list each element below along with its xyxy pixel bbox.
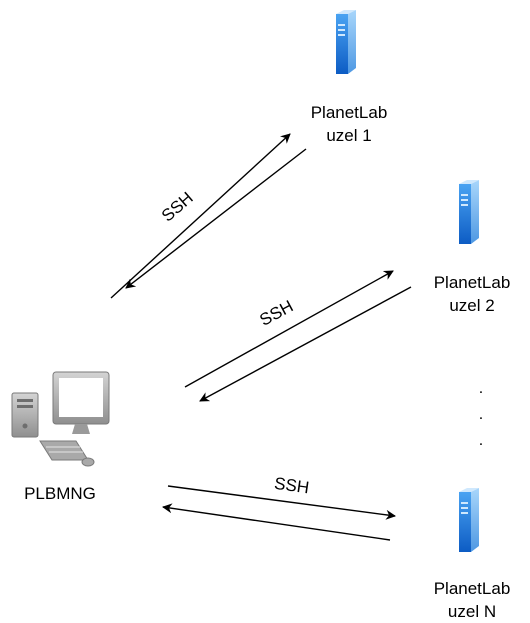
server-icon bbox=[459, 488, 479, 552]
connection-node-1: SSH bbox=[110, 133, 307, 299]
server-node-1-id: uzel 1 bbox=[326, 126, 371, 145]
server-node-n-name: PlanetLab bbox=[434, 579, 511, 598]
client-name: PLBMNG bbox=[24, 484, 96, 503]
connection-node-2: SSH bbox=[184, 270, 412, 402]
ellipsis-dot: . bbox=[479, 432, 483, 449]
server-node-n: PlanetLab uzel N bbox=[434, 488, 511, 621]
desktop-computer-icon bbox=[11, 371, 110, 467]
connection-2-label: SSH bbox=[257, 297, 297, 330]
ellipsis-dot: . bbox=[479, 406, 483, 423]
server-node-2-id: uzel 2 bbox=[449, 296, 494, 315]
server-node-1-name: PlanetLab bbox=[311, 103, 388, 122]
arrow-to-node-n bbox=[167, 485, 396, 520]
arrow-from-node-2 bbox=[199, 286, 412, 402]
connection-node-n: SSH bbox=[162, 474, 396, 541]
connection-1-label: SSH bbox=[158, 188, 197, 225]
server-node-2: PlanetLab uzel 2 bbox=[434, 180, 511, 315]
arrow-to-node-2 bbox=[184, 270, 394, 388]
server-icon bbox=[459, 180, 479, 244]
arrow-to-node-1 bbox=[110, 133, 291, 299]
vertical-ellipsis: . . . bbox=[479, 380, 483, 449]
client-computer: PLBMNG bbox=[11, 371, 110, 503]
arrow-from-node-1 bbox=[125, 148, 307, 289]
ellipsis-dot: . bbox=[479, 380, 483, 397]
server-node-1: PlanetLab uzel 1 bbox=[311, 10, 388, 145]
server-icon bbox=[336, 10, 356, 74]
server-node-n-id: uzel N bbox=[448, 602, 496, 621]
arrow-from-node-n bbox=[162, 503, 391, 541]
connection-n-label: SSH bbox=[273, 474, 310, 498]
server-node-2-name: PlanetLab bbox=[434, 273, 511, 292]
